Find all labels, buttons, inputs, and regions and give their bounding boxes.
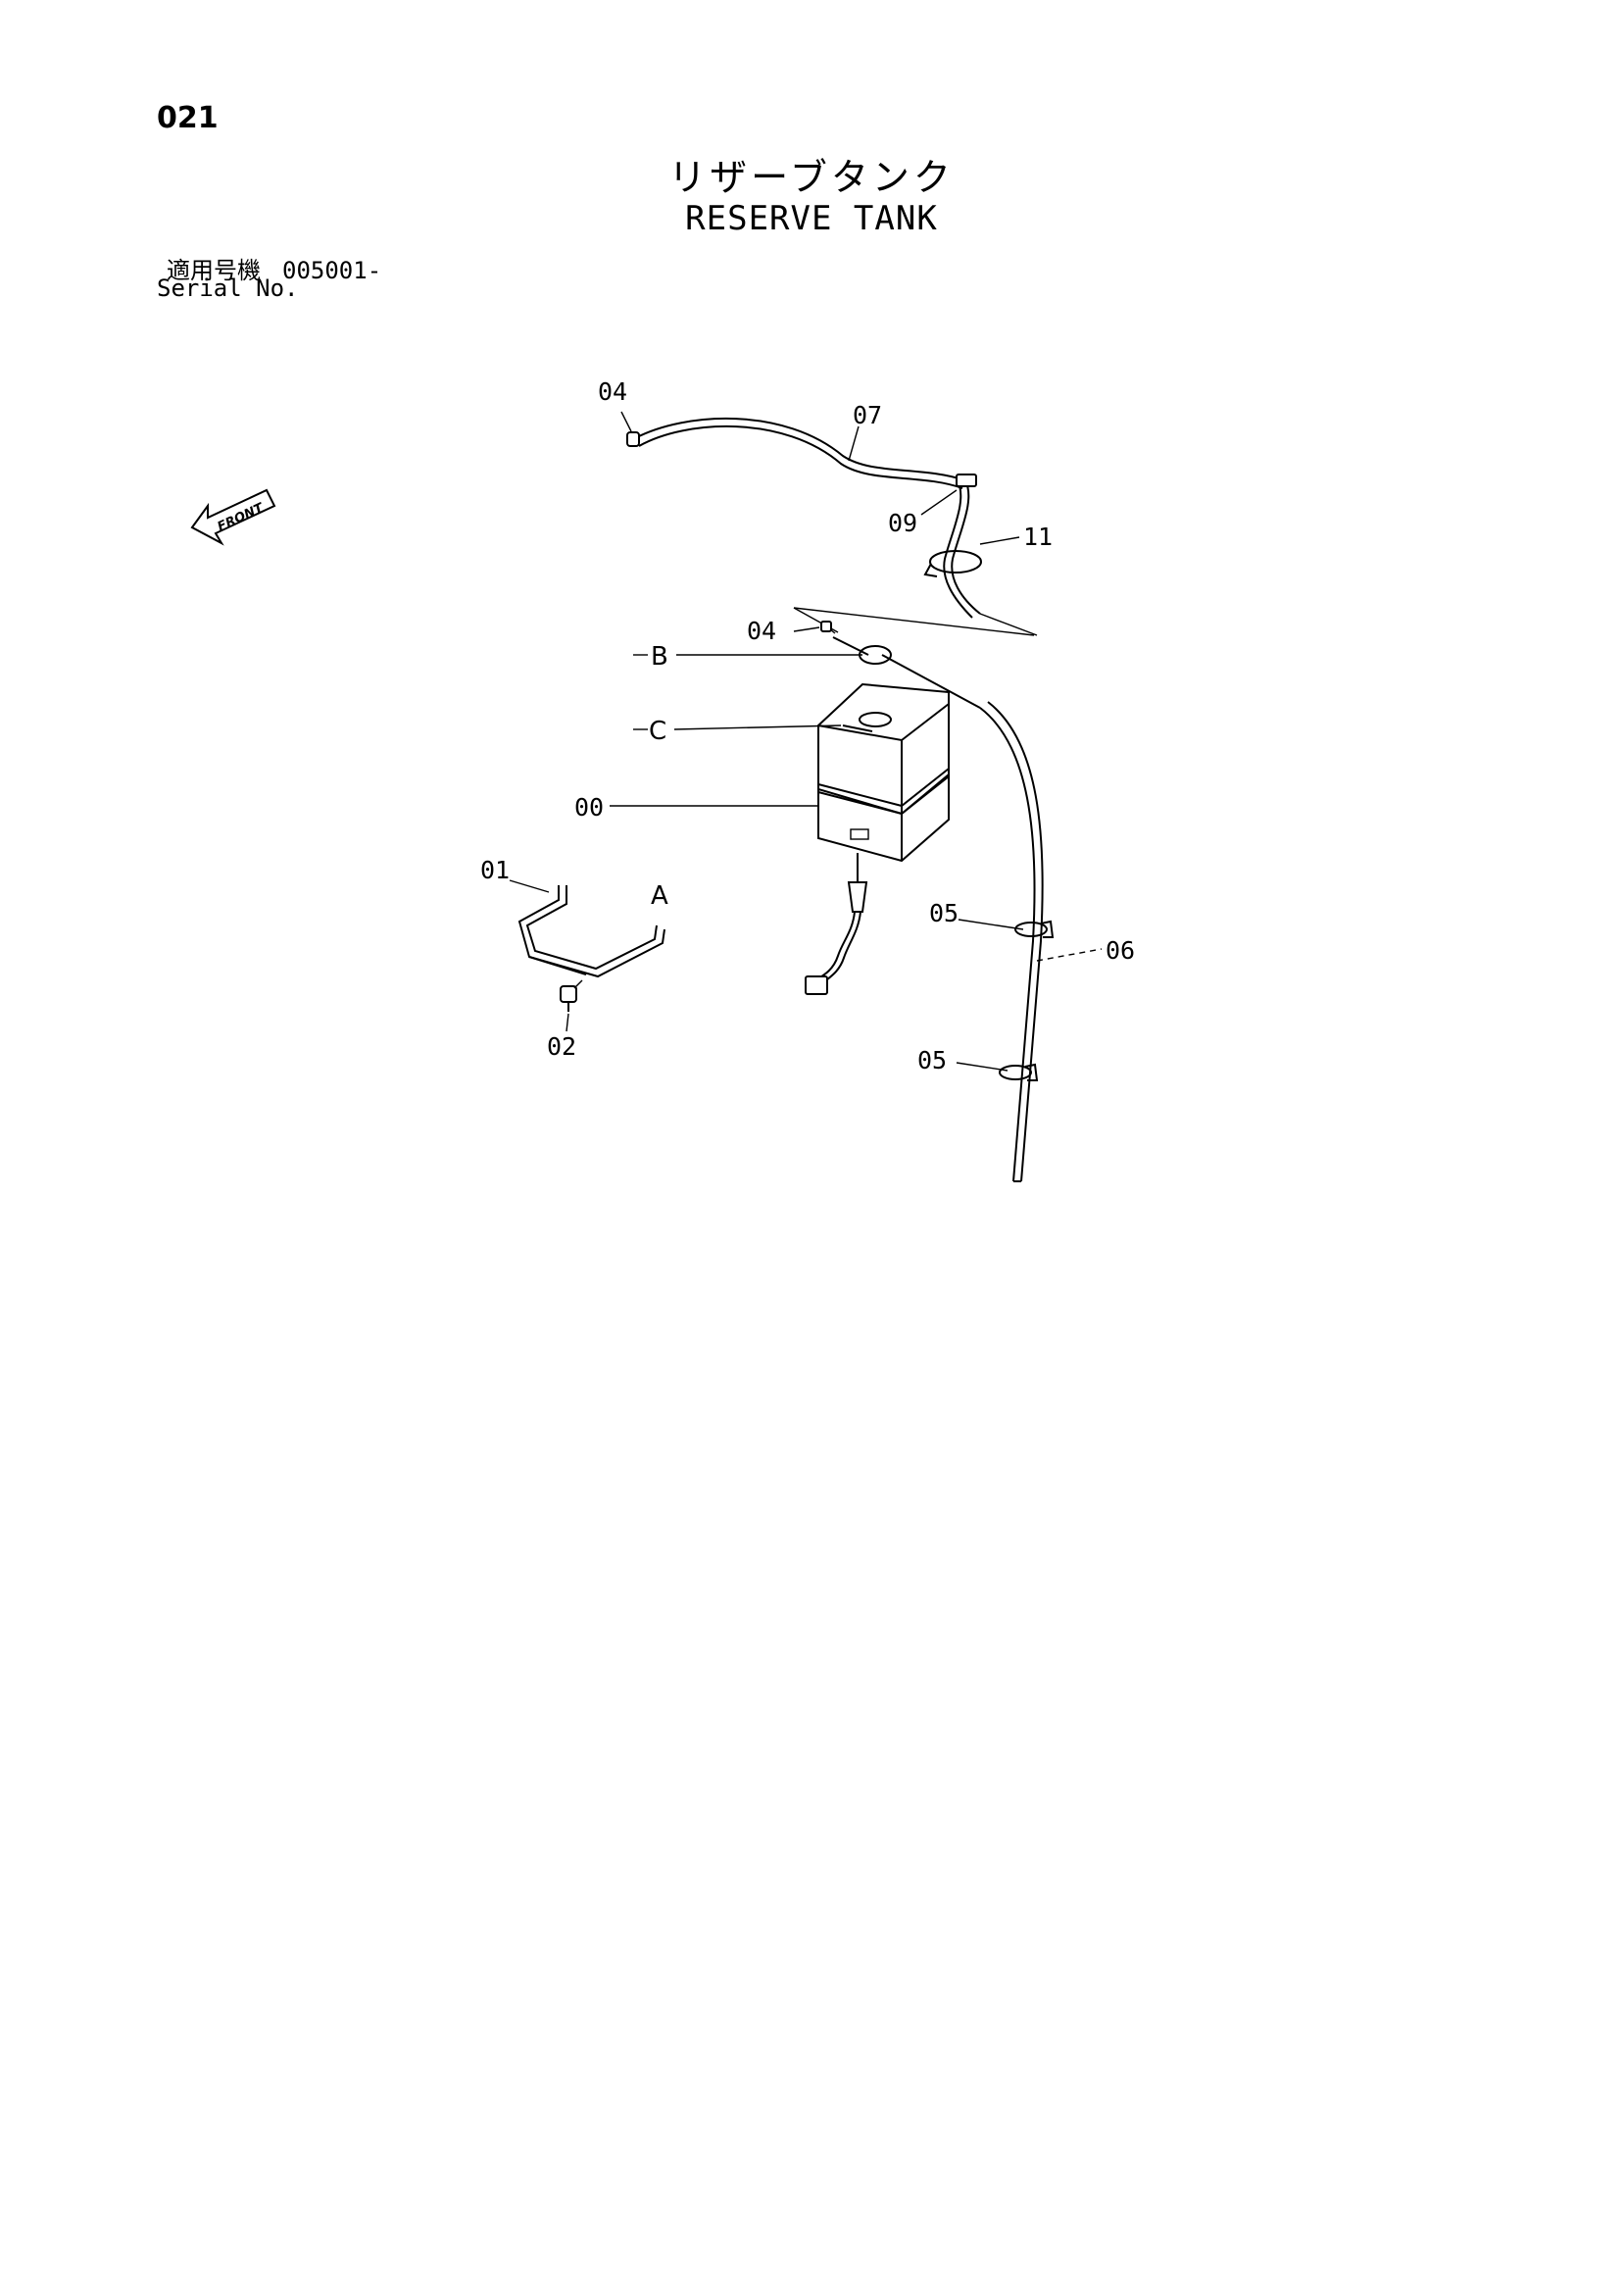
cap-b-icon xyxy=(820,621,892,665)
title-japanese: リザーブタンク xyxy=(668,156,955,199)
callout-09: 09 xyxy=(888,509,917,537)
callout-07: 07 xyxy=(853,401,882,429)
callout-05-upper: 05 xyxy=(929,899,959,927)
callout-06: 06 xyxy=(1106,936,1135,965)
callout-02: 02 xyxy=(547,1032,576,1061)
clamp-05-lower-icon xyxy=(999,1063,1039,1081)
hose-joint-09-icon xyxy=(956,474,977,487)
front-arrow-icon: FRONT xyxy=(190,488,276,546)
callout-c: C xyxy=(649,717,666,746)
page-number: 021 xyxy=(157,101,219,135)
callout-00: 00 xyxy=(574,793,604,822)
bracket-01 xyxy=(517,885,665,978)
callout-05-lower: 05 xyxy=(917,1046,947,1074)
reserve-tank-00 xyxy=(817,682,950,863)
callout-a: A xyxy=(651,881,668,911)
bolt-02-icon xyxy=(560,979,583,1012)
callout-04-top: 04 xyxy=(598,377,627,406)
level-sensor-wire xyxy=(805,853,868,995)
serial-row-japanese: 適用号機 005001- xyxy=(167,251,381,285)
serial-label-english: Serial No. xyxy=(157,275,299,302)
clamp-05-upper-icon xyxy=(1014,920,1055,938)
connector-icon xyxy=(805,975,828,995)
front-label: FRONT xyxy=(216,500,267,534)
callout-01: 01 xyxy=(480,856,510,884)
leader-lines xyxy=(509,411,1103,1072)
callout-b: B xyxy=(651,642,668,672)
hose-07 xyxy=(626,417,981,619)
serial-row-english: Serial No. xyxy=(157,275,299,302)
title-english: RESERVE TANK xyxy=(685,199,938,238)
serial-value: 005001- xyxy=(282,257,382,284)
hose-06 xyxy=(881,654,1044,1182)
clamp-11-icon xyxy=(923,550,982,577)
hose-end-cap-icon xyxy=(626,431,640,447)
serial-label-japanese: 適用号機 xyxy=(167,257,261,284)
callout-11: 11 xyxy=(1023,523,1053,551)
callout-04-mid: 04 xyxy=(747,617,776,645)
